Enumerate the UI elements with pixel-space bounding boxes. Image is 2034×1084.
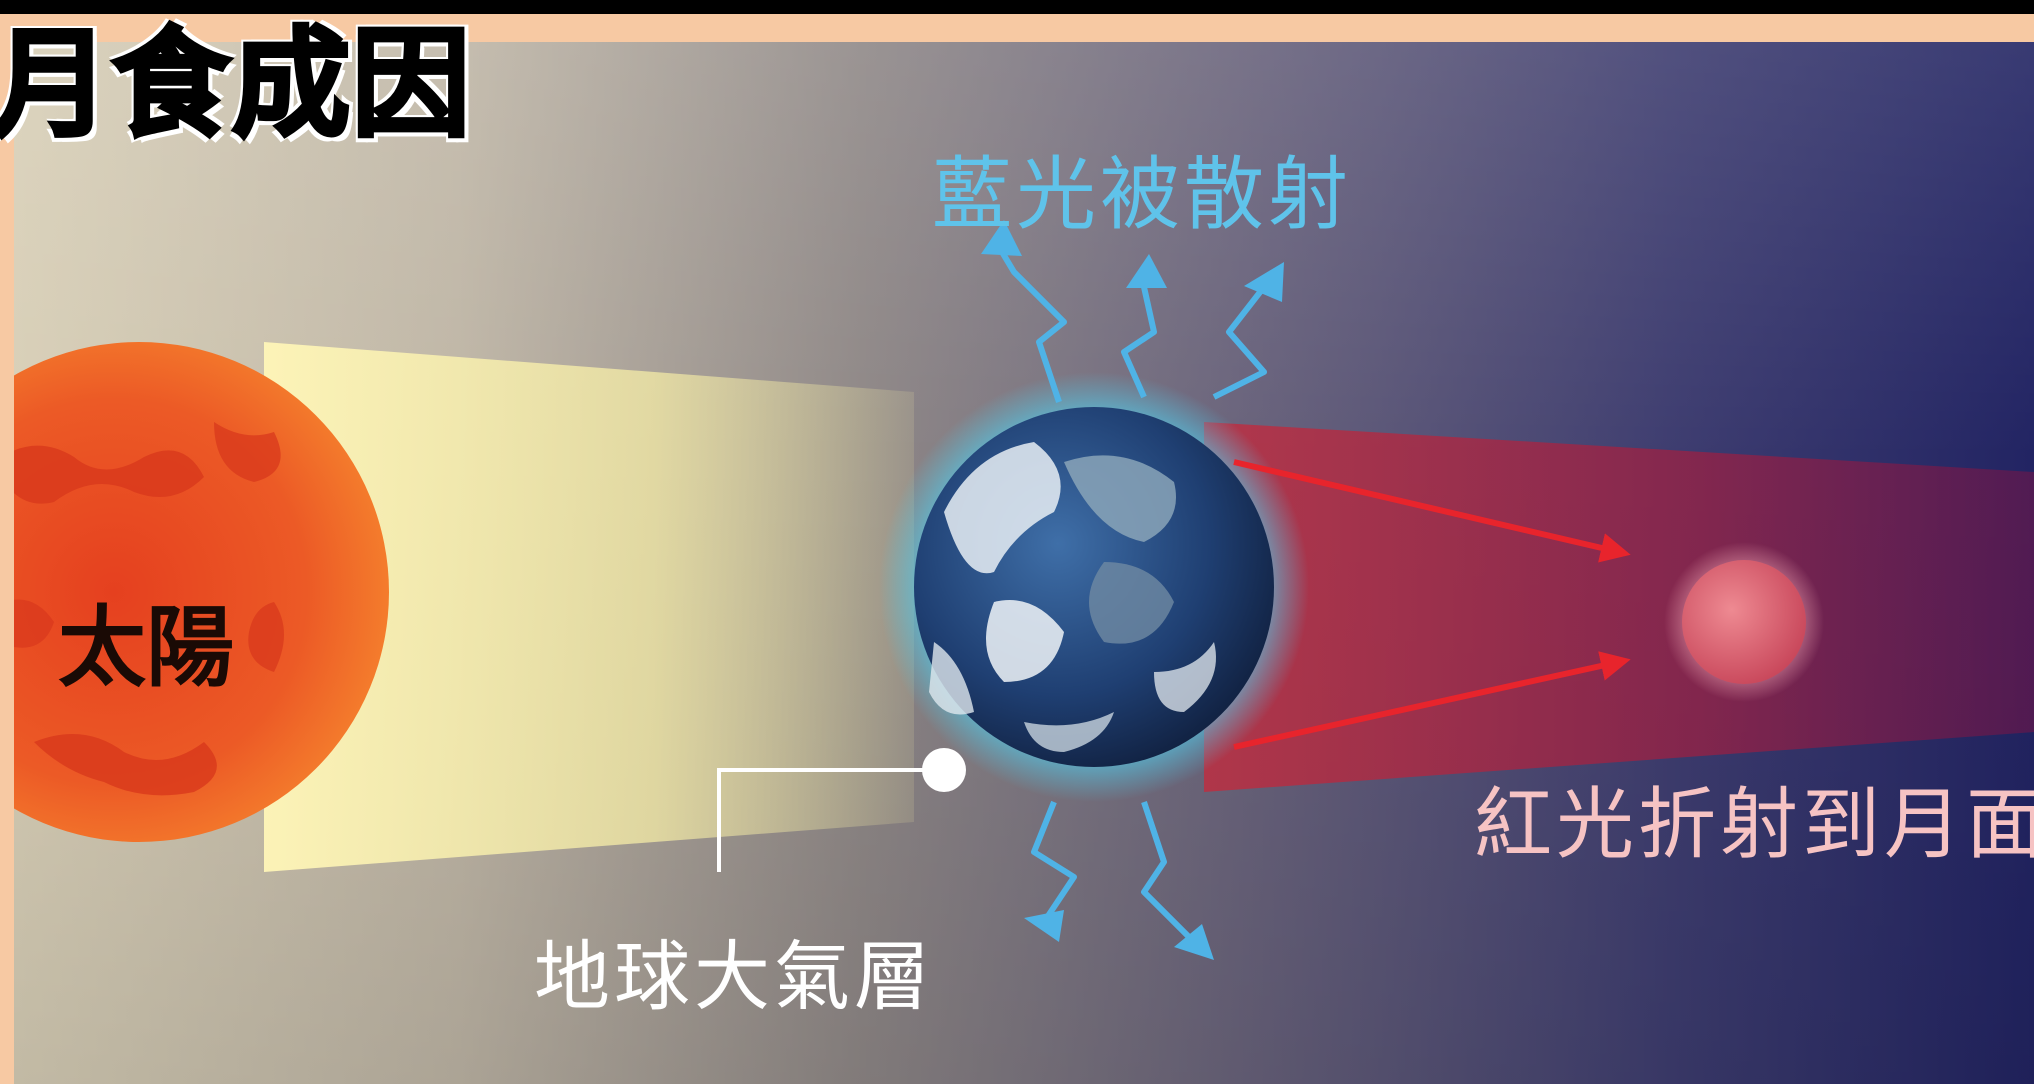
- atmosphere-label: 地球大氣層: [534, 932, 934, 1021]
- moon-icon: [1664, 542, 1824, 702]
- blue-scatter-arrows: [981, 220, 1284, 960]
- atmosphere-callout: [717, 748, 966, 872]
- frame-border: 藍光被散射 太陽 紅光折射到月面 地球大氣層: [0, 14, 2034, 1084]
- sun-label: 太陽: [58, 596, 235, 699]
- earth-icon: [879, 372, 1309, 802]
- page-title: 月食成因: [0, 13, 473, 155]
- sun-icon: [14, 342, 389, 842]
- red-refract-label: 紅光折射到月面: [1474, 780, 2034, 870]
- diagram-panel: 藍光被散射 太陽 紅光折射到月面 地球大氣層: [14, 42, 2034, 1084]
- blue-scatter-label: 藍光被散射: [932, 148, 1352, 241]
- sunlight-beam: [264, 342, 914, 872]
- red-light-arrows: [1233, 459, 1631, 750]
- red-light-beam: [1204, 422, 2034, 792]
- diagram-graphics: [14, 220, 2034, 960]
